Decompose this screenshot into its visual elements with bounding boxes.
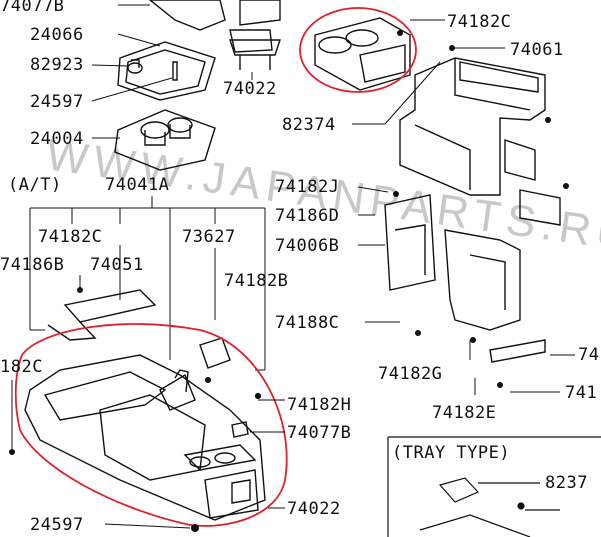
label-74186d: 74186D [275,206,339,226]
tray-type-label: (TRAY TYPE) [392,443,510,463]
label-74186b: 74186B [0,255,64,275]
label-82374: 82374 [282,115,336,135]
screws [9,30,569,532]
label-74182c-top: 74182C [447,12,511,32]
label-74182e: 74182E [432,403,496,423]
label-74041a: 74041A [105,175,169,195]
label-24004: 24004 [30,129,84,149]
section-label-at: (A/T) [8,175,62,195]
label-24597-top: 24597 [30,92,84,112]
floor-console [24,289,266,521]
label-24597-bot: 24597 [30,515,84,535]
label-74182h: 74182H [287,395,351,415]
upper-left-parts [114,0,281,171]
console-box [384,57,561,363]
label-74188c: 74188C [275,313,339,333]
label-74061: 74061 [510,40,564,60]
leaders-upper-right [352,19,575,395]
label-73627: 73627 [182,227,236,247]
label-741-right: 741 [565,383,597,403]
label-74-right: 74 [578,345,599,365]
label-74182b: 74182B [224,271,288,291]
tray-type-panel [387,436,601,537]
group-bracket [29,196,266,371]
leaders-lower [11,380,285,529]
floor-console-highlight [14,323,288,527]
label-74022-bot: 74022 [287,499,341,519]
leaders-upper-left [91,4,253,139]
label-74182g: 74182G [378,364,442,384]
label-74022-top: 74022 [223,79,277,99]
cup-holder-highlight [299,7,417,93]
label-24066: 24066 [30,25,84,45]
label-74077b-top: 74077B [0,0,64,16]
label-182c: 182C [0,357,43,377]
label-74006b: 74006B [275,236,339,256]
cup-holder-part [314,17,411,91]
label-74182c-mid: 74182C [38,227,102,247]
label-74077b-bot: 74077B [287,423,351,443]
label-8237: 8237 [545,473,588,493]
label-74182j: 74182J [275,177,339,197]
label-82923: 82923 [30,55,84,75]
label-74051: 74051 [90,255,144,275]
